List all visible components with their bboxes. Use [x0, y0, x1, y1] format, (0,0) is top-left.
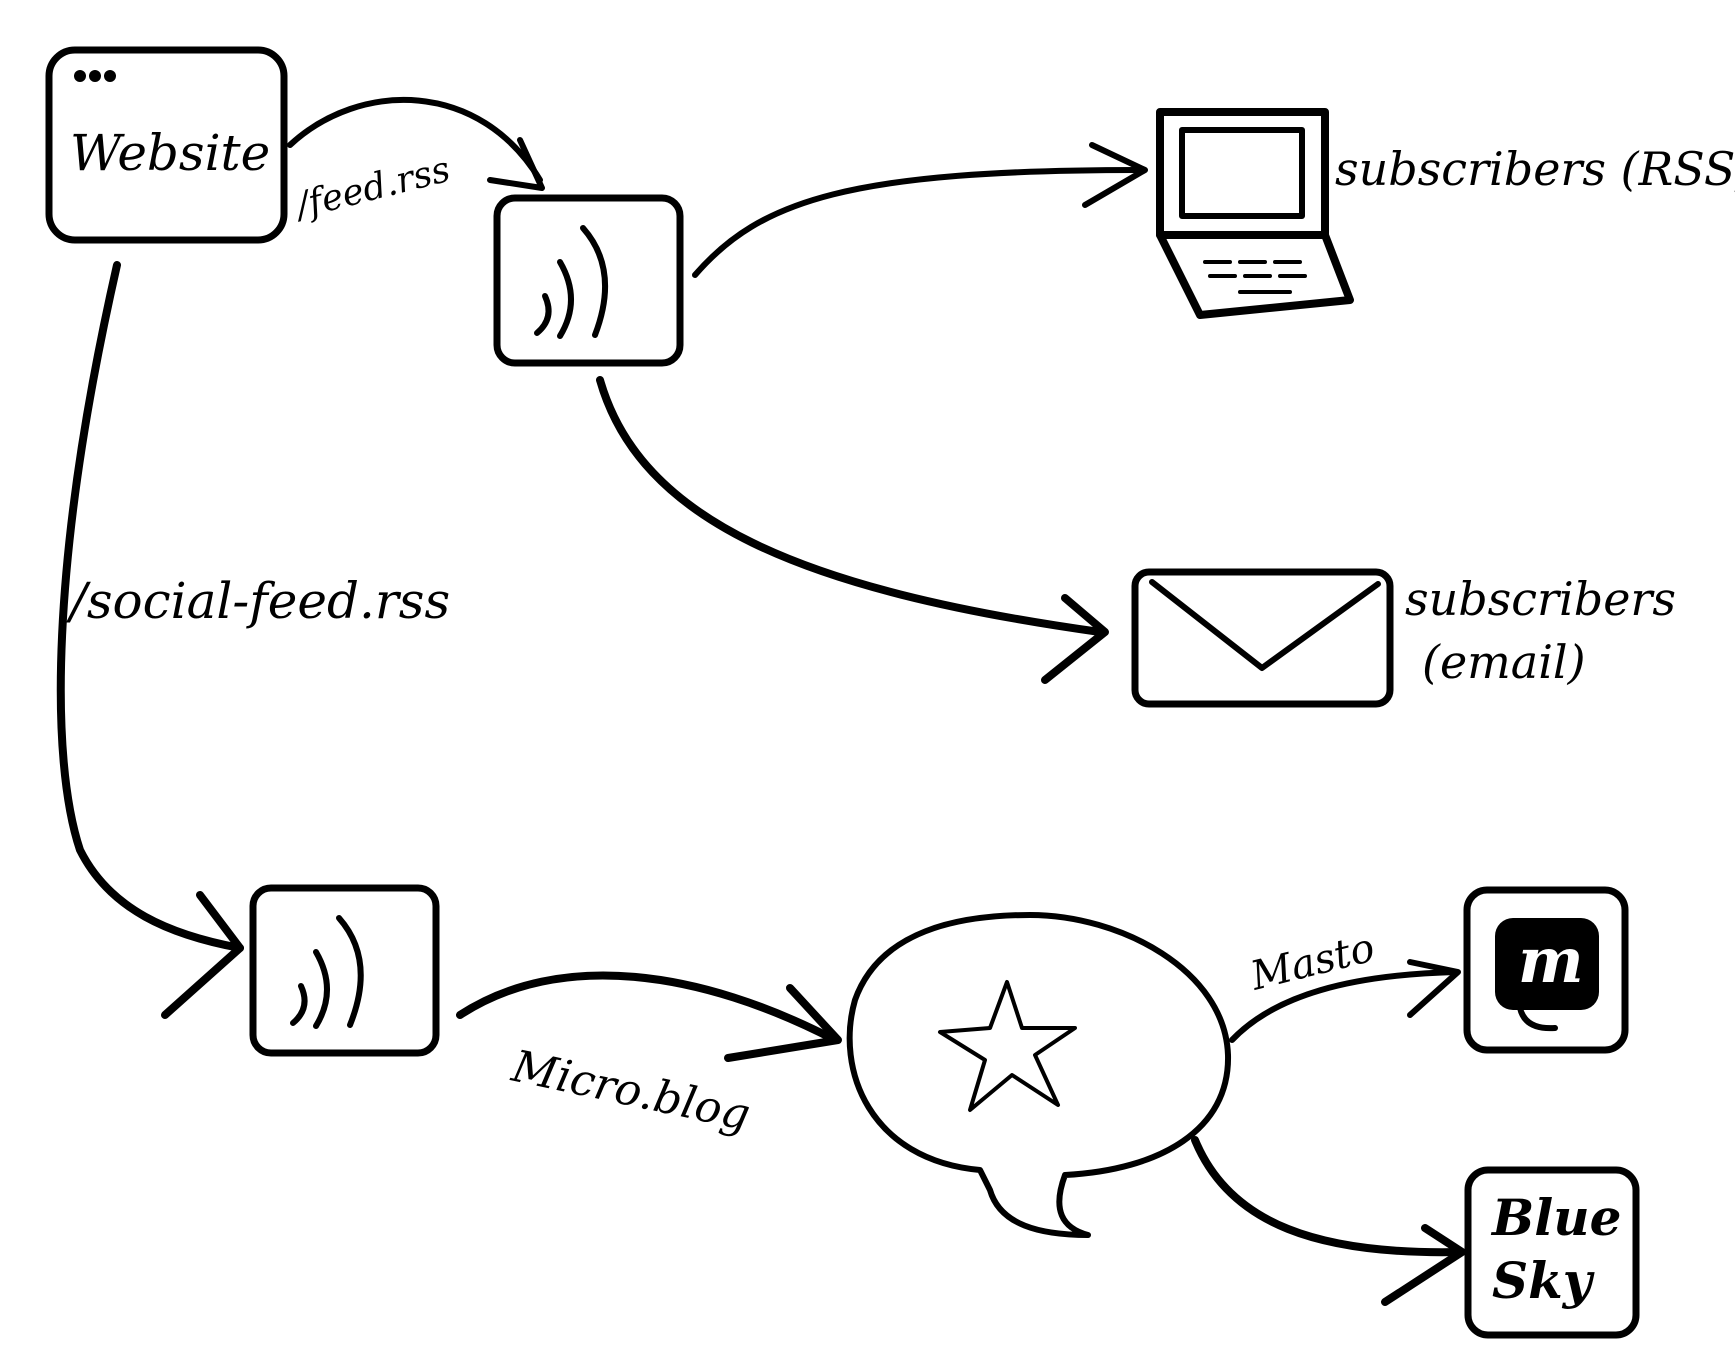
rss-icon — [290, 915, 364, 1029]
edge-label-masto: Masto — [1245, 925, 1379, 1000]
feed-rss-node — [493, 194, 684, 367]
browser-window-icon — [74, 70, 116, 82]
bluesky-label-line2: Sky — [1492, 1251, 1595, 1310]
social-feed-rss-node — [249, 884, 440, 1057]
edge-label-feed-path: /feed.rss — [289, 149, 454, 227]
edge-feed-to-email — [596, 376, 1109, 684]
edge-feed-to-laptop — [692, 142, 1148, 278]
email-subscribers-sublabel: (email) — [1422, 635, 1586, 689]
edge-social-feed-to-microblog — [456, 971, 842, 1062]
edge-website-to-feed — [287, 97, 545, 191]
website-label: Website — [70, 124, 270, 182]
laptop-subscribers-label: subscribers (RSS) — [1335, 142, 1735, 196]
star-speech-bubble-icon — [846, 912, 1232, 1238]
bluesky-label-line1: Blue — [1490, 1188, 1621, 1247]
edge-label-social-feed-path: /social-feed.rss — [66, 572, 450, 630]
mastodon-node: m — [1463, 886, 1629, 1054]
edge-website-to-social-feed — [56, 261, 244, 1019]
envelope-icon — [1131, 568, 1394, 708]
laptop-icon — [1156, 108, 1354, 319]
edge-label-microblog: Micro.blog — [507, 1041, 755, 1141]
email-subscribers-label: subscribers — [1405, 572, 1676, 626]
microblog-node — [846, 912, 1232, 1238]
mastodon-glyph: m — [1518, 924, 1584, 997]
edge-microblog-to-mastodon — [1229, 959, 1461, 1043]
mastodon-icon: m — [1495, 918, 1599, 1032]
laptop-node: subscribers (RSS) — [1156, 108, 1735, 319]
rss-icon — [534, 225, 608, 339]
edge-microblog-to-bluesky — [1191, 1136, 1466, 1306]
bluesky-node: Blue Sky — [1464, 1166, 1640, 1339]
email-node: subscribers (email) — [1131, 568, 1676, 708]
website-node: Website — [45, 46, 288, 244]
